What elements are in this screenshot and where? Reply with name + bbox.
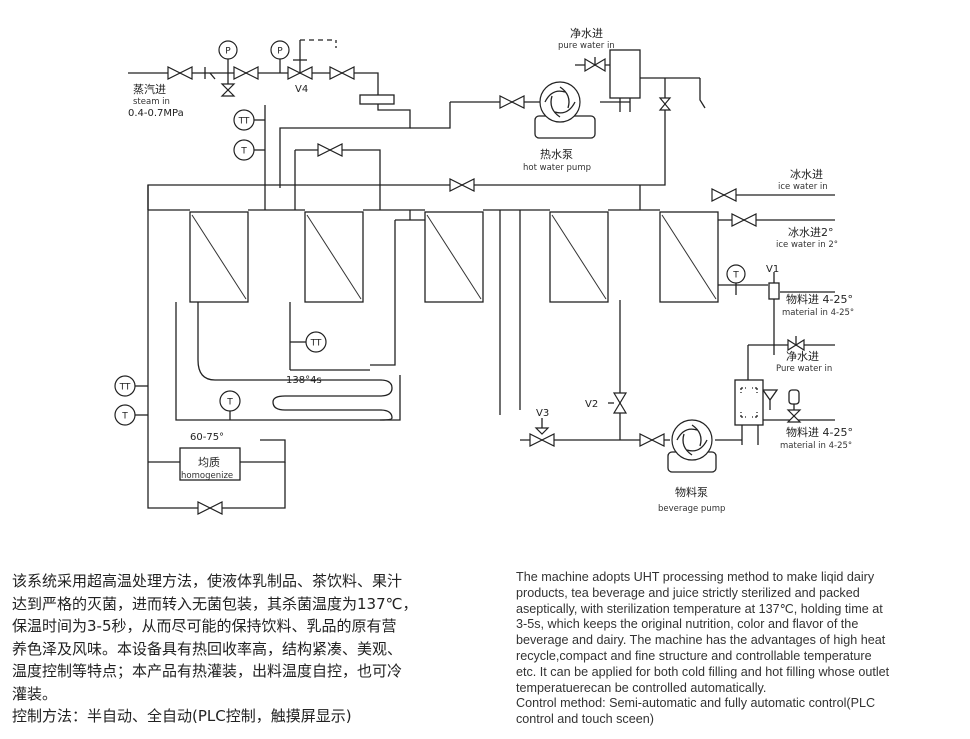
t-gauge-left: T [114,404,148,426]
text-en-line: temperatuerecan be controlled automatica… [516,680,767,695]
description-english: The machine adopts UHT processing method… [516,570,966,728]
text-en-line: control and touch sceen) [516,712,654,727]
text-cn-line: 该系统采用超高温处理方法，使液体乳制品、茶饮料、果汁 [12,572,403,590]
text-en-line: beverage and dairy. The machine has the … [516,633,886,648]
steam-pressure-label: 0.4-0.7MPa [128,108,184,119]
hot-water-valve [499,95,525,109]
pure-water-in-label-cn: 净水进 [570,26,603,40]
homogenizer [147,439,286,515]
loop-valve-2 [449,178,475,192]
text-en-line: etc. It can be applied for both cold fil… [516,664,890,679]
heat-exchanger-3 [424,211,484,303]
pure-water-in2-label-en: Pure water in [776,364,832,374]
svg-text:T: T [240,147,247,157]
steam-valve-2 [233,66,259,80]
v2-valve [608,392,628,414]
heat-exchanger-4 [549,211,609,303]
text-cn-line: 保温时间为3-5秒，从而尽可能的保持饮料、乳品的原有营 [12,617,397,635]
text-en-line: 3-5s, which keeps the original nutrition… [516,617,859,632]
text-en-line: The machine adopts UHT processing method… [516,570,875,584]
svg-text:P: P [277,47,283,57]
material-in1-label-en: material in 4-25° [782,308,854,318]
pressure-gauge-1: P [218,40,238,60]
steam-injector [359,94,395,105]
text-cn-line: 控制方法：半自动、全自动(PLC控制，触摸屏显示) [12,707,352,725]
steam-valve-3 [329,66,355,80]
steam-strainer [204,67,216,80]
svg-text:TT: TT [238,117,250,127]
material-in1-label-cn: 物料进 4-25° [786,292,853,306]
tt-gauge-top: TT [233,109,265,131]
t-gauge-top: T [233,139,265,161]
description-chinese: 该系统采用超高温处理方法，使液体乳制品、茶饮料、果汁 达到严格的灭菌，进而转入无… [12,570,462,728]
svg-text:TT: TT [310,339,322,349]
svg-text:T: T [732,271,739,281]
v3-label: V3 [536,408,549,419]
svg-text:T: T [226,398,233,408]
svg-text:TT: TT [119,383,131,393]
ice-water-valve-1 [711,188,737,202]
heat-exchanger-5 [659,211,719,303]
v3-valve [529,418,555,447]
v4-label: V4 [295,84,308,95]
tt-gauge-hold: TT [290,331,327,353]
text-cn-line: 达到严格的灭菌，进而转入无菌包装，其杀菌温度为137℃， [12,594,418,613]
text-cn-line: 养色泽及风味。本设备具有热回收率高，结构紧凑、美观、 [12,639,403,658]
ice-water-valve-2 [731,213,757,227]
holding-tube [197,359,393,421]
steam-line [128,39,411,188]
ice-water-in-label-en: ice water in [778,182,828,192]
material-in2-label-cn: 物料进 4-25° [786,425,853,439]
pressure-gauge-2: P [270,40,290,60]
t-gauge-hold: T [219,390,241,420]
beverage-pump-label-cn: 物料泵 [675,485,708,499]
tt-gauge-left: TT [114,375,148,397]
v2-label: V2 [585,399,598,410]
balance-tank [734,336,835,445]
ice-water-in-label-cn: 冰水进 [790,168,823,181]
temp-range-label: 60-75° [190,432,224,443]
text-cn-line: 温度控制等特点；本产品有热灌装，出料温度自控，也可冷 [12,662,403,680]
hot-water-pump-label-en: hot water pump [523,163,591,173]
heat-exchanger-1 [189,211,249,303]
v4-control-valve [287,59,313,80]
steam-in-label-en: steam in [133,97,170,107]
pure-water-in-label-en: pure water in [558,41,615,51]
steam-in-label-cn: 蒸汽进 [133,82,166,96]
steam-drain-valve [220,83,236,97]
hot-water-tank [575,49,706,112]
text-en-line: Control method: Semi-automatic and fully… [516,696,876,711]
text-en-line: products, tea beverage and juice strictl… [516,585,860,600]
holding-temp-label: 138°4s [286,375,322,386]
product-lines [148,185,835,440]
hot-water-pump [534,81,596,139]
pure-water-in2-label-cn: 净水进 [786,349,819,363]
v1-label: V1 [766,264,779,275]
homogenize-label-cn: 均质 [198,456,220,469]
pump-inlet-valve [639,433,665,447]
uht-process-diagram: P P 蒸汽进 steam in 0.4-0.7MPa V4 热水泵 hot w… [114,26,854,515]
text-en-line: recycle,compact and fine structure and c… [516,648,872,663]
material-temp-gauge: T [726,264,746,295]
text-cn-line: 灌装。 [12,684,58,703]
material-in2-label-en: material in 4-25° [780,441,852,451]
heat-exchanger-2 [304,211,364,303]
text-en-line: aseptically, with sterilization temperat… [516,601,883,616]
svg-text:P: P [225,47,231,57]
homogenize-label-en: homogenize [181,471,233,481]
svg-text:T: T [121,412,128,422]
beverage-pump-label-en: beverage pump [658,504,725,514]
hot-water-pump-label-cn: 热水泵 [540,148,573,161]
loop-valve-1 [317,143,343,157]
ice-water-in2-label-en: ice water in 2° [776,240,838,250]
steam-valve-1 [167,66,193,80]
v1-valve [768,272,780,355]
ice-water-in2-label-cn: 冰水进2° [788,226,834,239]
